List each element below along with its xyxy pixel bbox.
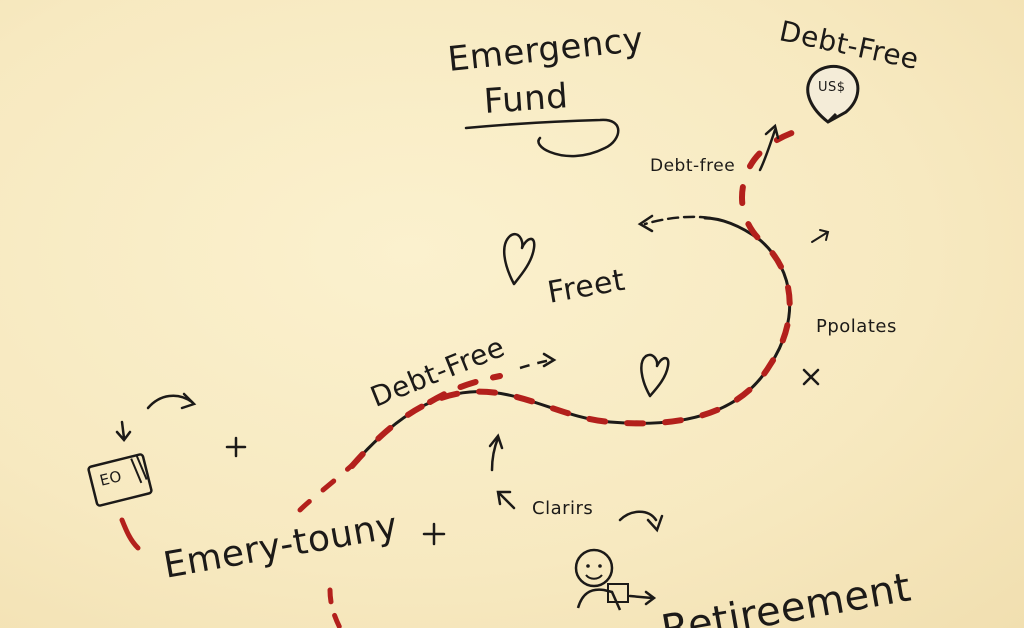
ppolates-label: Ppolates (816, 316, 897, 337)
cross-icon-right (802, 368, 820, 386)
journey-road-line (350, 216, 792, 468)
journey-dashed-path-main (349, 127, 803, 469)
arrow-up-clarirs (488, 433, 504, 472)
arrow-curve-right-clarirs (618, 510, 664, 533)
arrow-left-head (637, 214, 654, 233)
journey-dashed-path-bottom (327, 587, 343, 628)
heart-icon-lower (640, 353, 670, 398)
plus-icon-bottom (422, 522, 446, 546)
arrow-curve-left-top-head (180, 392, 197, 410)
emergency-fund-title-line2: Fund (482, 76, 570, 122)
emergency-underline (464, 118, 620, 158)
journey-dashed-path-middle (427, 373, 503, 405)
arrow-down-left (115, 420, 132, 442)
pin-currency-label: US$ (818, 80, 846, 95)
journey-dashed-path-lower (297, 457, 361, 513)
clarirs-label: Clarirs (532, 498, 594, 519)
heart-icon-upper (502, 232, 536, 286)
arrow-up-to-pin (758, 128, 777, 172)
arrow-head-mid (542, 352, 557, 368)
arrow-diag-clarirs (496, 490, 516, 510)
journey-dashed-path-left (119, 517, 141, 551)
map-pin-icon (806, 64, 860, 124)
arrow-left-top (643, 215, 712, 226)
arrow-small-upright (811, 229, 830, 243)
dashes-near-debt-free (519, 358, 553, 370)
card-icon (87, 453, 153, 507)
debt-free-small-label: Debt-free (650, 156, 736, 176)
plus-icon-left (225, 436, 247, 458)
person-icon (574, 548, 657, 611)
arrow-up-head (764, 123, 780, 140)
